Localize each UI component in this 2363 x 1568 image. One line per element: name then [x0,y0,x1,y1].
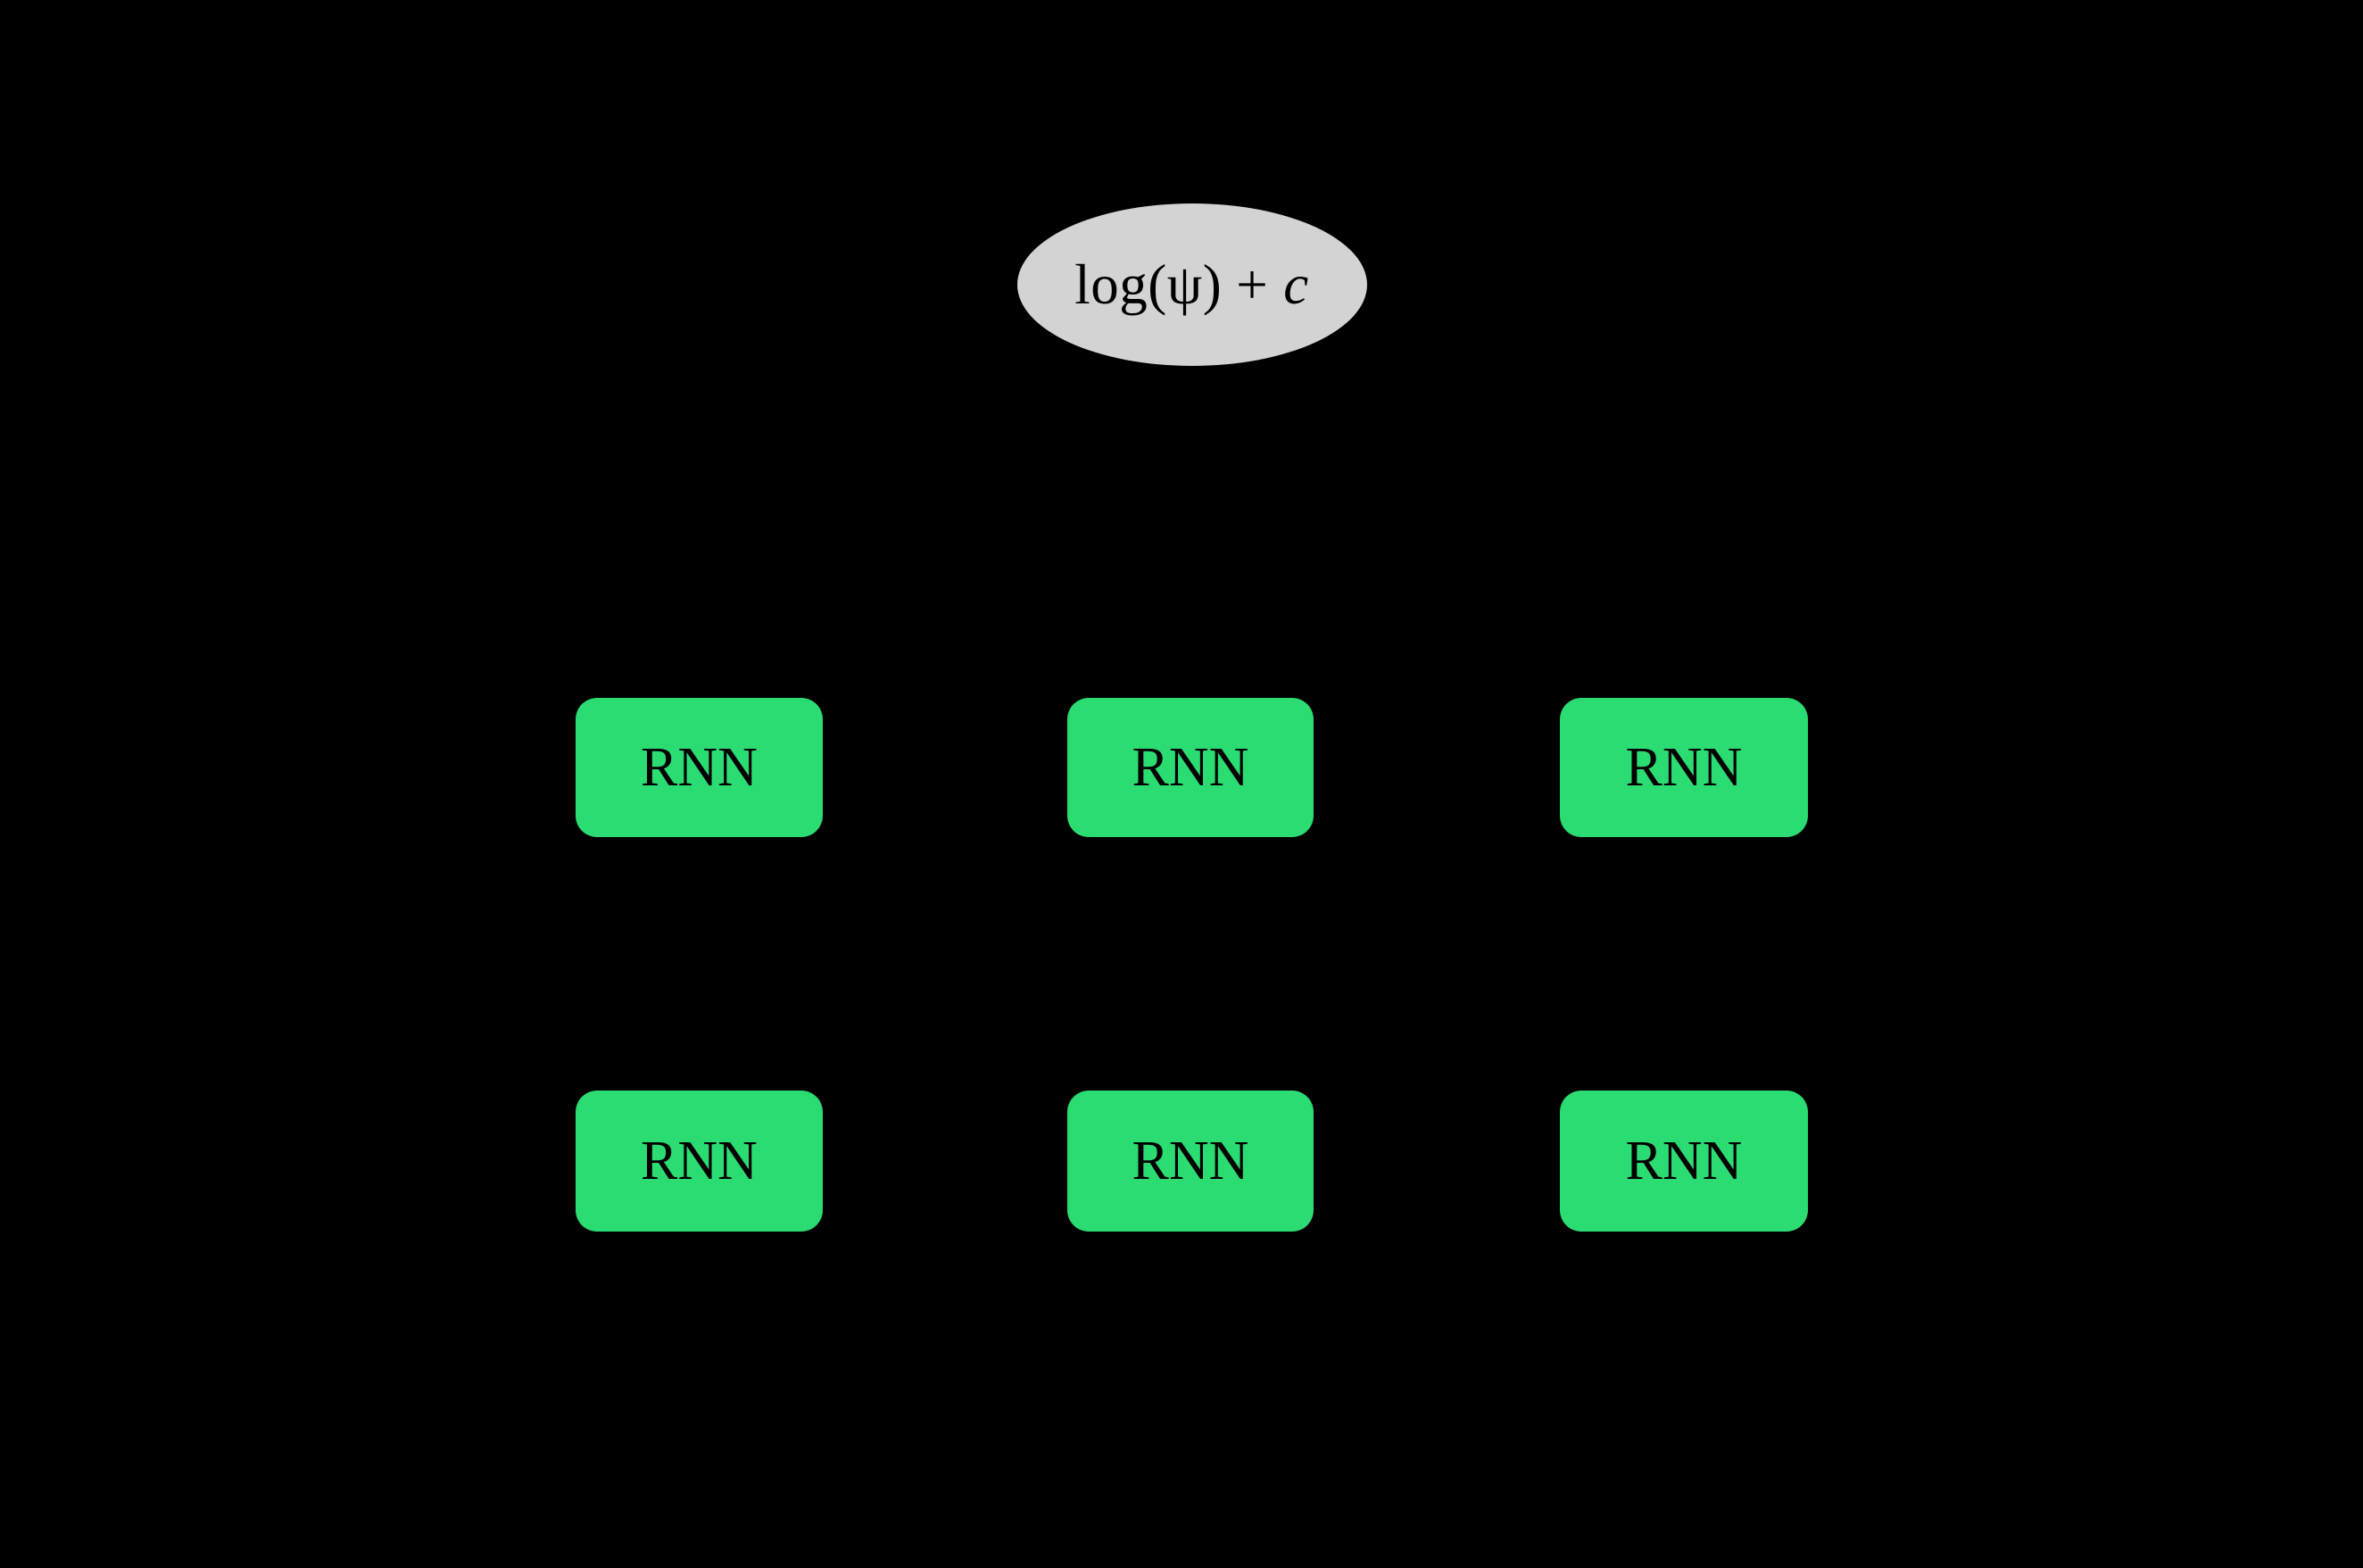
plus-operator: + [1236,253,1269,316]
constant-c-text: c [1283,253,1309,316]
node-rnn-0-2[interactable]: RNN [1560,698,1808,837]
node-rnn-1-0[interactable]: RNN [576,1091,823,1232]
node-rnn-label: RNN [1625,1131,1743,1191]
node-rnn-1-2[interactable]: RNN [1560,1091,1808,1232]
node-rnn-label: RNN [641,1131,758,1191]
node-rnn-label: RNN [1132,1131,1249,1191]
node-output-log-psi[interactable]: log(ψ)+c [1017,203,1367,366]
node-rnn-0-0[interactable]: RNN [576,698,823,837]
node-rnn-label: RNN [1625,737,1743,798]
node-rnn-label: RNN [641,737,758,798]
log-psi-text: log(ψ) [1074,253,1223,316]
node-output-label: log(ψ)+c [1074,253,1309,316]
node-rnn-0-1[interactable]: RNN [1067,698,1314,837]
node-rnn-label: RNN [1132,737,1249,798]
node-rnn-1-1[interactable]: RNN [1067,1091,1314,1232]
